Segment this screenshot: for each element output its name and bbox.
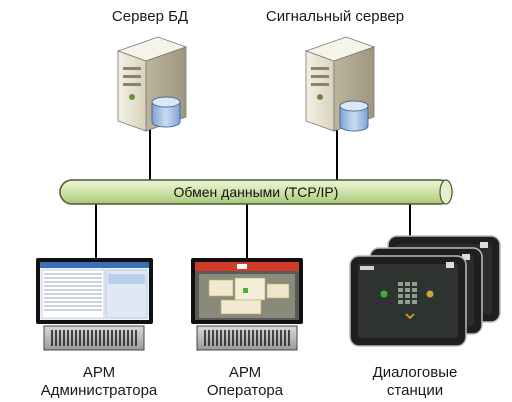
admin-ws-label-line1: АРМ xyxy=(82,364,116,381)
operator-ws-label-line1: АРМ xyxy=(228,364,262,381)
dialog-stations-label-line1: Диалоговые xyxy=(372,364,458,381)
tablet-keypad-icon xyxy=(398,282,417,304)
admin-monitor-icon xyxy=(36,258,153,324)
operator-monitor-icon xyxy=(191,258,303,324)
admin-ws-label: АРМ Администратора xyxy=(36,364,162,400)
admin-rack-icon xyxy=(43,325,145,351)
signal-server-label: Сигнальный сервер xyxy=(265,8,405,25)
tablet-front-icon xyxy=(349,255,467,347)
signal-cylinder-icon xyxy=(339,100,369,132)
operator-ws-label: АРМ Оператора xyxy=(195,364,295,400)
db-cylinder-icon xyxy=(151,96,181,128)
operator-ws-label-line2: Оператора xyxy=(206,382,284,399)
operator-rack-icon xyxy=(196,325,298,351)
db-server-label: Сервер БД xyxy=(111,8,189,25)
bus-label: Обмен данными (TCP/IP) xyxy=(173,184,339,200)
dialog-stations-label: Диалоговые станции xyxy=(360,364,470,400)
connector-lines xyxy=(95,128,411,258)
dialog-stations-label-line2: станции xyxy=(386,382,444,399)
admin-ws-label-line2: Администратора xyxy=(40,382,158,399)
data-bus xyxy=(59,179,453,205)
